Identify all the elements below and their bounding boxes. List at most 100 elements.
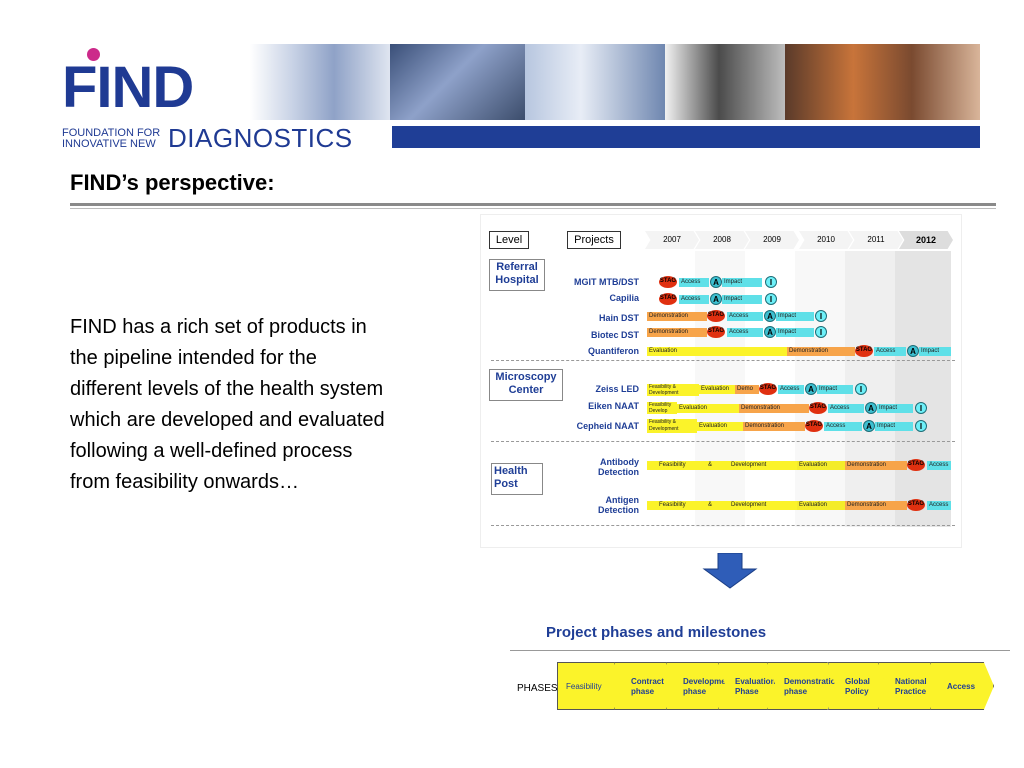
access-bar: Access (778, 385, 804, 394)
year-2007: 2007 (645, 231, 699, 249)
access-milestone: A (764, 326, 776, 338)
header-photo-strip (250, 44, 980, 120)
level-separator (491, 525, 955, 526)
phase-development: Development phase (666, 662, 730, 710)
impact-bar: Impact (722, 295, 762, 304)
access-bar: Access (927, 461, 951, 470)
evaluation-bar: Evaluation (797, 461, 845, 470)
impact-bar: Impact (776, 328, 814, 337)
phase-national-practice: National Practice (878, 662, 940, 710)
evaluation-bar: Evaluation (677, 404, 739, 413)
family-photo (785, 44, 980, 120)
lab-sample-photo (390, 44, 525, 120)
ampersand-bar: & (705, 501, 729, 510)
phase-access: Access (930, 662, 994, 710)
demonstration-bar: Demonstration (647, 312, 707, 321)
stag-milestone: STAG (805, 420, 823, 432)
demonstration-bar: Demonstration (845, 461, 907, 470)
down-arrow-icon (702, 553, 758, 589)
access-milestone: A (764, 310, 776, 322)
year-2011: 2011 (849, 231, 903, 249)
impact-milestone: I (815, 326, 827, 338)
impact-bar: Impact (776, 312, 814, 321)
access-bar: Access (679, 295, 709, 304)
access-milestone: A (865, 402, 877, 414)
impact-bar: Impact (875, 422, 913, 431)
access-bar: Access (927, 501, 951, 510)
project-hain-dst: Hain DST (598, 313, 639, 323)
project-antigen-detection: Antigen Detection (597, 495, 639, 515)
body-text: FIND has a rich set of products in the p… (70, 316, 385, 493)
level-separator (491, 360, 955, 361)
phase-demonstration: Demonstration phase (767, 662, 839, 710)
access-milestone: A (907, 345, 919, 357)
microscope-photo (665, 44, 785, 120)
impact-bar: Impact (817, 385, 853, 394)
year-column (895, 251, 951, 527)
logo-dot (87, 48, 100, 61)
access-milestone: A (805, 383, 817, 395)
access-bar: Access (824, 422, 862, 431)
project-quantiferon: Quantiferon (588, 346, 639, 356)
title-divider-thin (70, 208, 996, 209)
level-health-post: Health Post (491, 463, 543, 495)
demo-bar: Demo (735, 385, 759, 394)
chest-xray-photo (250, 44, 390, 120)
stag-milestone: STAG (707, 310, 725, 322)
stag-milestone: STAG (855, 345, 873, 357)
access-bar: Access (727, 312, 763, 321)
demonstration-bar: Demonstration (739, 404, 809, 413)
feasibility-development-bar: Feasibility & Development (647, 419, 697, 433)
project-cepheid-naat: Cepheid NAAT (576, 421, 639, 431)
year-2012: 2012 (899, 231, 953, 249)
level-microscopy-center: Microscopy Center (489, 369, 563, 401)
logo-tagline-line2: INNOVATIVE NEW (62, 138, 156, 150)
stag-milestone: STAG (659, 276, 677, 288)
impact-milestone: I (815, 310, 827, 322)
evaluation-bar: Evaluation (647, 347, 787, 356)
find-logo: FIND FOUNDATION FOR INNOVATIVE NEW DIAGN… (62, 48, 392, 160)
access-bar: Access (679, 278, 709, 287)
demonstration-bar: Demonstration (787, 347, 855, 356)
phase-evaluation: Evaluation Phase (718, 662, 780, 710)
feasibility-bar: Feasibility (647, 501, 705, 510)
project-antibody-detection: Antibody Detection (597, 457, 639, 477)
evaluation-bar: Evaluation (699, 385, 735, 394)
level-header: Level (489, 231, 529, 249)
evaluation-bar: Evaluation (697, 422, 743, 431)
lab-worker-photo (525, 44, 665, 120)
phases-row-label: PHASES (517, 683, 558, 694)
header-blue-bar (392, 126, 980, 148)
impact-bar: Impact (877, 404, 913, 413)
pipeline-chart: Level Projects 2007 2008 2009 2010 2011 … (480, 214, 962, 548)
logo-diagnostics: DIAGNOSTICS (168, 123, 353, 153)
impact-milestone: I (915, 402, 927, 414)
logo-mark: FIND (62, 55, 194, 120)
impact-milestone: I (915, 420, 927, 432)
stag-milestone: STAG (809, 402, 827, 414)
access-milestone: A (863, 420, 875, 432)
project-biotec-dst: Biotec DST (590, 330, 639, 340)
stag-milestone: STAG (907, 499, 925, 511)
year-2008: 2008 (695, 231, 749, 249)
demonstration-bar: Demonstration (743, 422, 805, 431)
demonstration-bar: Demonstration (845, 501, 907, 510)
level-referral-hospital: Referral Hospital (489, 259, 545, 291)
ampersand-bar: & (705, 461, 729, 470)
level-separator (491, 441, 955, 442)
phase-contract: Contract phase (614, 662, 676, 710)
access-bar: Access (874, 347, 906, 356)
project-eiken-naat: Eiken NAAT (588, 401, 639, 411)
access-milestone: A (710, 276, 722, 288)
impact-milestone: I (855, 383, 867, 395)
slide-title: FIND’s perspective: (70, 170, 275, 195)
access-bar: Access (828, 404, 864, 413)
year-column (845, 251, 895, 527)
stag-milestone: STAG (907, 459, 925, 471)
year-2010: 2010 (799, 231, 853, 249)
demonstration-bar: Demonstration (647, 328, 707, 337)
feasibility-development-bar: Feasibility & Development (647, 384, 699, 396)
feasibility-bar: Feasibility (647, 461, 705, 470)
project-capilia: Capilia (609, 293, 639, 303)
impact-milestone: I (765, 276, 777, 288)
